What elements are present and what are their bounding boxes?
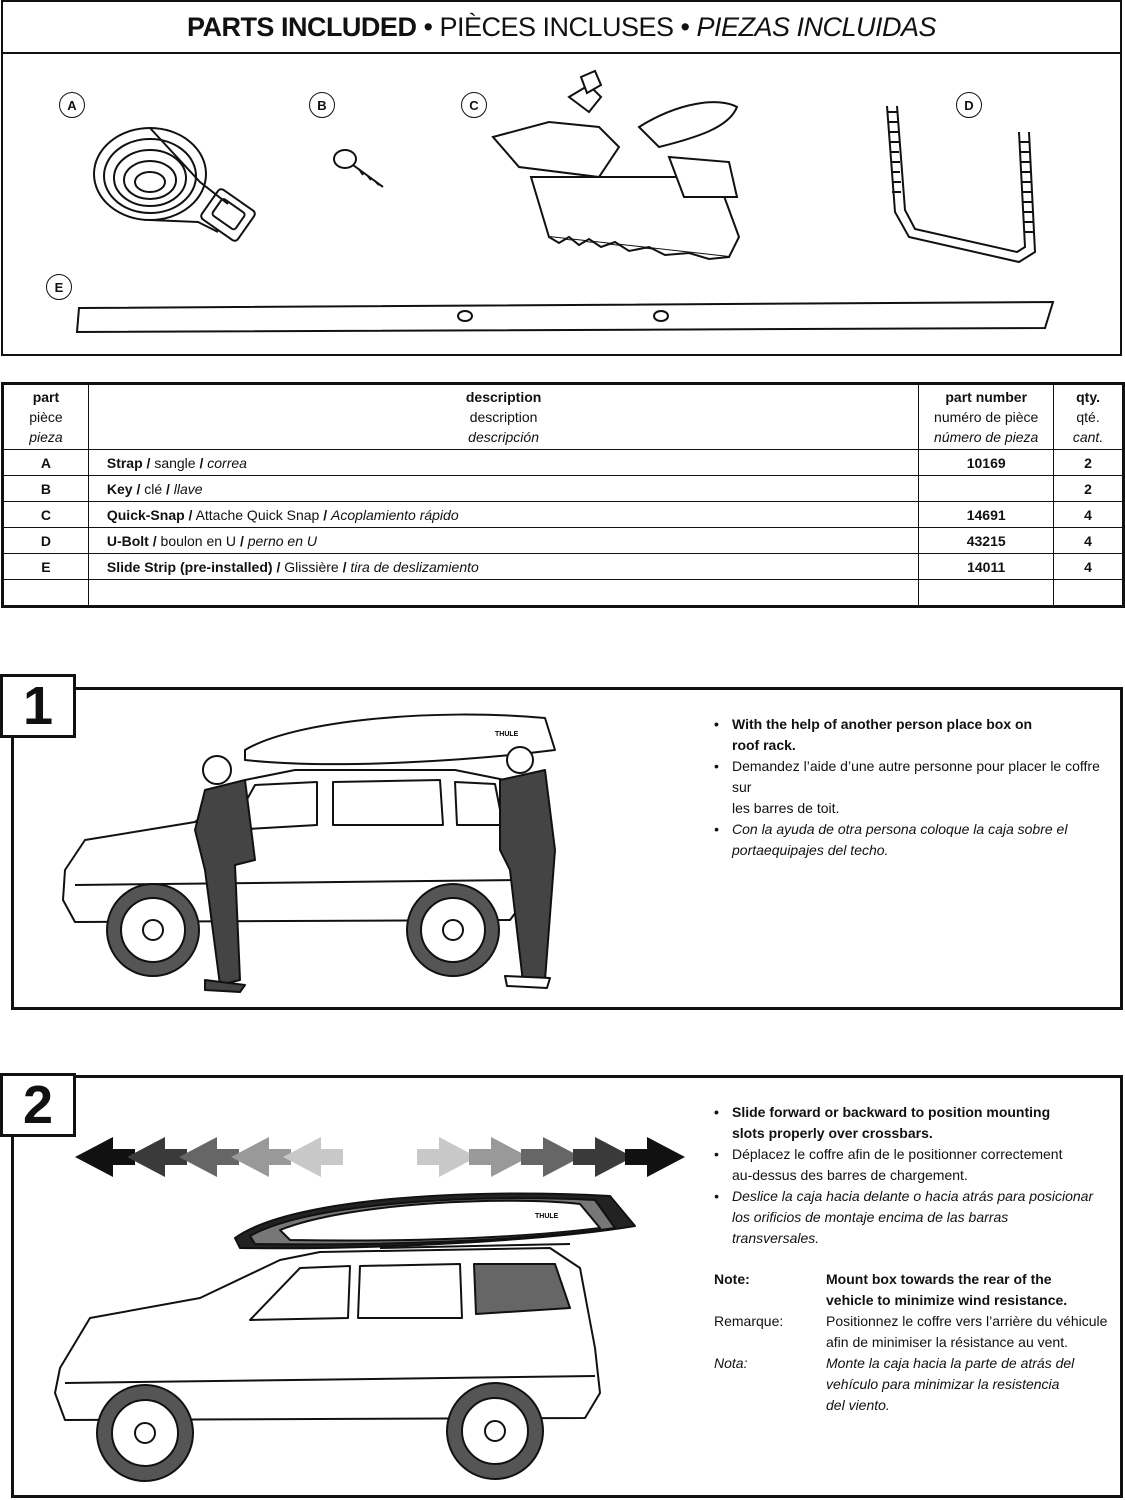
step-2-number: 2 [0, 1073, 76, 1137]
u-bolt-illustration [886, 105, 1037, 264]
table-row: A Strap / sangle / correa 10169 2 [2, 449, 1124, 476]
step-1-illustration: THULE [62, 713, 556, 993]
note-label-en: Note: [714, 1271, 750, 1287]
part-label-a: A [59, 92, 85, 118]
step-2-instructions: •Slide forward or backward to position m… [714, 1104, 1094, 1246]
arrow-right-icon [521, 1137, 581, 1177]
strap-illustration [93, 127, 256, 242]
step-1-panel [11, 687, 1123, 1010]
arrow-right-icon [625, 1137, 685, 1177]
arrow-right-icon [469, 1137, 529, 1177]
arrow-left-icon [127, 1137, 187, 1177]
arrow-left-icon [231, 1137, 291, 1177]
part-label-e: E [46, 274, 72, 300]
arrow-left-icon [179, 1137, 239, 1177]
table-row: E Slide Strip (pre-installed) / Glissièr… [2, 553, 1124, 580]
step-1-number: 1 [0, 674, 76, 738]
arrow-right-icon [417, 1137, 477, 1177]
arrow-left-icon [75, 1137, 135, 1177]
box-brand-logo: THULE [535, 1213, 559, 1220]
part-label-b: B [309, 92, 335, 118]
part-label-d: D [956, 92, 982, 118]
arrow-left-icon [283, 1137, 343, 1177]
parts-included-panel: PARTS INCLUDED • PIÈCES INCLUSES • PIEZA… [1, 0, 1122, 356]
arrow-right-icon [573, 1137, 633, 1177]
part-label-c: C [461, 92, 487, 118]
step-1-instructions: •With the help of another person place b… [714, 716, 1100, 858]
table-row-empty [2, 579, 1124, 607]
slide-direction-arrows [75, 1137, 685, 1177]
table-row: D U-Bolt / boulon en U / perno en U 4321… [2, 527, 1124, 554]
title-es: PIEZAS INCLUIDAS [696, 11, 937, 42]
parts-included-title: PARTS INCLUDED • PIÈCES INCLUSES • PIEZA… [3, 2, 1120, 54]
table-row: C Quick-Snap / Attache Quick Snap / Acop… [2, 501, 1124, 528]
note-label-es: Nota: [714, 1355, 748, 1371]
box-brand-logo: THULE [495, 731, 519, 738]
step-2-illustration: THULE [54, 1192, 636, 1482]
title-en: PARTS INCLUDED [186, 11, 417, 42]
title-fr: PIÈCES INCLUSES [439, 11, 674, 42]
note-label-fr: Remarque: [714, 1313, 784, 1329]
quick-snap-illustration [491, 69, 741, 261]
table-row: B Key / clé / llave 2 [2, 475, 1124, 502]
key-illustration [333, 149, 384, 188]
slide-strip-illustration [75, 300, 1055, 334]
header-qty: qty.qté.cant. [1053, 383, 1124, 450]
